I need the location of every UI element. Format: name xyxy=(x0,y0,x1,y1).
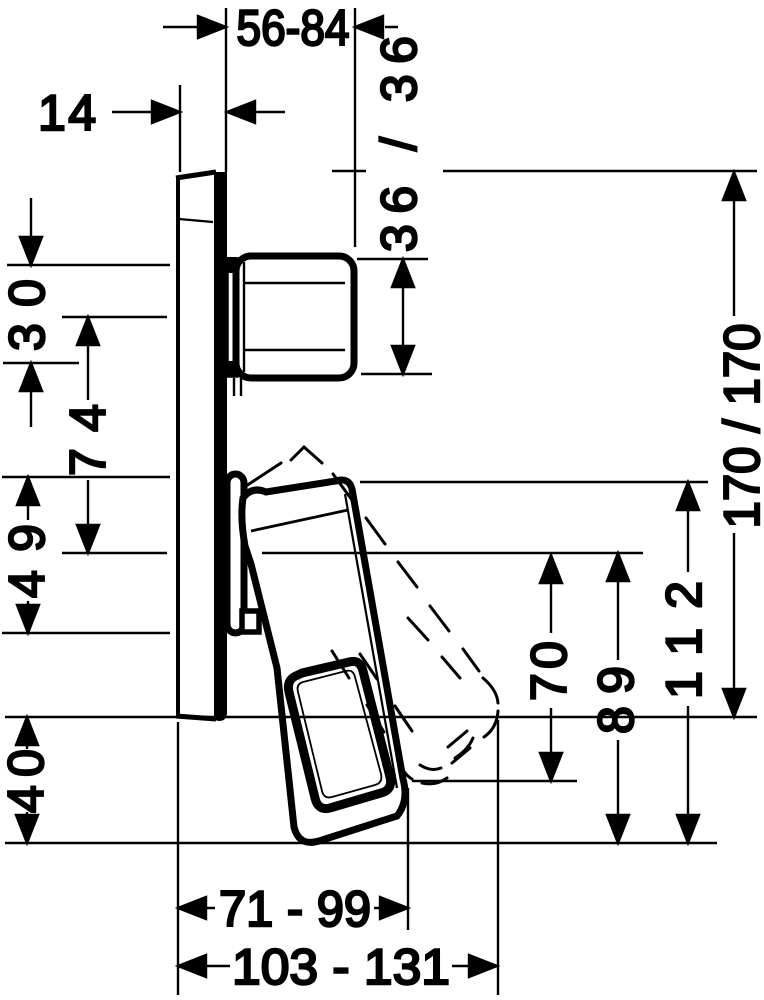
arrowhead-down-icon xyxy=(75,523,101,557)
arrowhead-left-icon xyxy=(174,953,208,979)
arrowhead-down-icon xyxy=(14,813,40,847)
arrowhead-up-icon xyxy=(18,359,44,393)
dim-label-projection-closed: 71 - 99 xyxy=(219,881,371,937)
ghost-dash xyxy=(446,729,469,749)
dim-plate-thickness: 14 xyxy=(37,84,285,142)
extension-lines xyxy=(2,8,757,995)
ghost-dash xyxy=(244,461,283,488)
dim-49: 49 xyxy=(0,473,56,637)
lever-outline xyxy=(238,476,409,846)
arrowhead-up-icon xyxy=(390,255,416,289)
plate-inner-line xyxy=(178,217,214,224)
dim-label-40: 40 xyxy=(0,749,54,813)
arrowhead-down-icon xyxy=(538,751,564,785)
ghost-arc xyxy=(453,736,475,760)
ghost-arc xyxy=(418,763,443,771)
knob-face-lines xyxy=(242,262,345,372)
dim-89: 89 xyxy=(587,549,645,847)
ghost-dash xyxy=(364,516,387,546)
arrowhead-left-icon xyxy=(351,14,385,40)
arrowhead-right-icon xyxy=(196,14,230,40)
knob-collar-tab-top xyxy=(226,257,237,273)
lever-top-accent xyxy=(250,508,349,533)
ghost-arc xyxy=(482,709,500,739)
dim-label-70: 70 xyxy=(521,641,577,701)
arrowhead-up-icon xyxy=(721,168,747,202)
knob-stem-lines xyxy=(232,378,243,396)
dim-112: 112 xyxy=(655,478,713,847)
thermostat-knob xyxy=(225,252,358,396)
ghost-dash xyxy=(358,652,379,681)
dim-30: 30 xyxy=(0,198,56,427)
lever-loop-window xyxy=(283,656,396,813)
ghost-dash xyxy=(406,616,430,642)
dim-label-89: 89 xyxy=(588,666,644,734)
dim-label-plate-size: 170 / 170 xyxy=(714,324,764,529)
arrowhead-down-icon xyxy=(605,813,631,847)
ghost-dash xyxy=(461,647,481,673)
arrowhead-right-icon xyxy=(378,895,412,921)
arrowhead-up-icon xyxy=(75,313,101,347)
arrowhead-down-icon xyxy=(15,603,41,637)
lever-window-inner-line xyxy=(296,669,383,799)
arrowhead-left-icon xyxy=(223,99,257,125)
dim-label-112: 112 xyxy=(656,581,712,699)
dim-label-30: 30 xyxy=(0,279,55,351)
arrowhead-up-icon xyxy=(605,549,631,583)
handle-hub xyxy=(223,470,262,637)
arrowhead-left-icon xyxy=(174,895,208,921)
arrowhead-down-icon xyxy=(18,235,44,269)
dim-projection-open: 103 - 131 xyxy=(174,938,501,996)
arrowhead-up-icon xyxy=(14,713,40,747)
ghost-arc xyxy=(481,676,500,705)
dim-label-projection-open: 103 - 131 xyxy=(232,939,450,995)
ghost-dash xyxy=(396,560,419,589)
plate-top-edge xyxy=(175,169,217,181)
arrowhead-down-icon xyxy=(721,687,747,721)
dim-label-plate-thickness: 14 xyxy=(38,85,96,141)
lever-handle xyxy=(238,476,409,846)
dim-74: 74 xyxy=(59,313,117,557)
plate-front-edge xyxy=(214,172,227,721)
ghost-dash xyxy=(393,704,414,733)
arrowhead-down-icon xyxy=(390,344,416,378)
dim-label-74: 74 xyxy=(60,404,116,476)
ghost-corner-dash xyxy=(289,444,324,465)
dim-plate-size: 170 / 170 xyxy=(713,168,764,721)
arrowhead-up-icon xyxy=(15,473,41,507)
dim-label-depth-range: 56-84 xyxy=(237,0,350,56)
wall-plate xyxy=(175,169,227,722)
arrowhead-up-icon xyxy=(538,551,564,585)
ghost-dash xyxy=(428,604,451,633)
dim-40: 40 xyxy=(0,713,55,847)
dim-depth-range: 56-84 xyxy=(163,0,398,57)
knob-collar-tab-bottom xyxy=(226,361,237,377)
ghost-arc xyxy=(420,776,449,786)
lever-edge-accent xyxy=(343,493,399,789)
dim-70: 70 xyxy=(520,551,578,785)
arrowhead-right-icon xyxy=(467,953,501,979)
arrowhead-right-icon xyxy=(150,99,184,125)
arrowhead-down-icon xyxy=(675,813,701,847)
arrowhead-up-icon xyxy=(675,478,701,512)
dim-label-knob-size: 36 / 36 xyxy=(371,36,427,252)
dim-knob-height xyxy=(390,255,416,378)
knob-body xyxy=(232,252,358,382)
dim-projection-closed: 71 - 99 xyxy=(174,880,412,938)
dim-label-49: 49 xyxy=(0,524,55,598)
hub-bottom-step xyxy=(239,608,262,635)
ghost-dash xyxy=(440,655,462,680)
lever-loop-window-fill xyxy=(288,661,391,809)
